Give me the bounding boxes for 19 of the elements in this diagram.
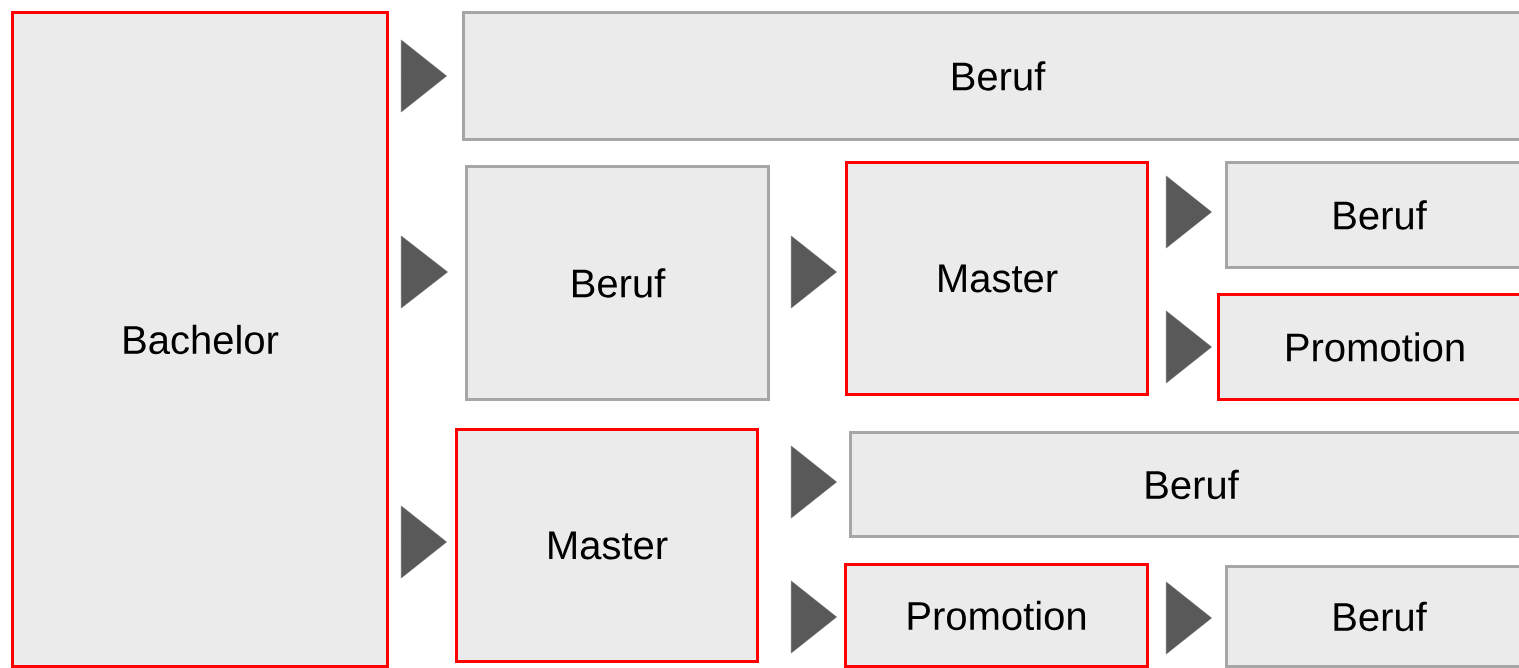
- career-box: Beruf: [465, 165, 770, 401]
- career-box: Beruf: [462, 11, 1519, 141]
- stage-box: Promotion: [1217, 293, 1519, 401]
- arrow: [400, 235, 448, 309]
- arrow: [790, 235, 837, 309]
- arrow: [1165, 310, 1212, 384]
- career-box: Beruf: [849, 431, 1519, 538]
- arrow: [400, 39, 447, 113]
- stage-box: Master: [455, 428, 759, 663]
- stage-box: Master: [845, 161, 1149, 396]
- arrow: [1165, 581, 1212, 655]
- arrow: [790, 445, 837, 519]
- stage-box: Bachelor: [11, 11, 389, 668]
- arrow: [400, 505, 447, 579]
- arrow: [1165, 175, 1212, 249]
- career-box: Beruf: [1225, 161, 1519, 269]
- arrow: [790, 580, 837, 654]
- career-box: Beruf: [1225, 565, 1519, 668]
- stage-box: Promotion: [844, 563, 1149, 668]
